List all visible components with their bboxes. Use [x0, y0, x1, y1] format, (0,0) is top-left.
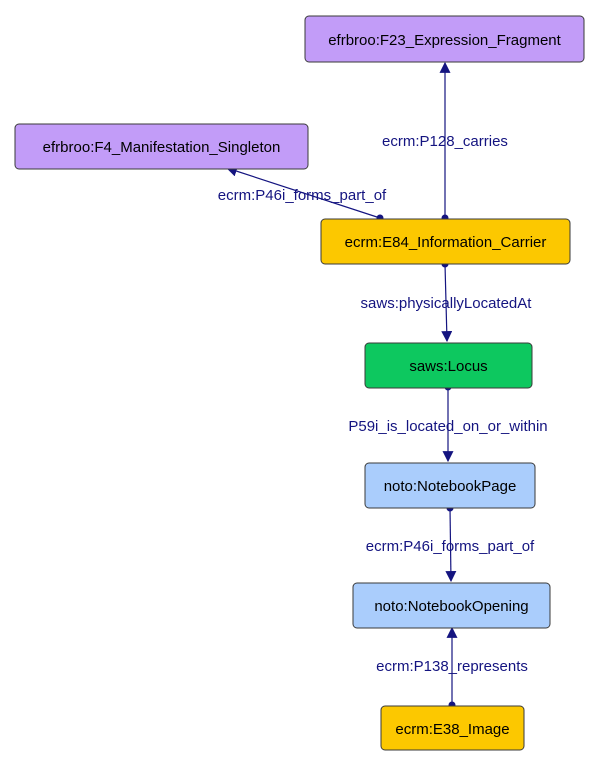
node-box: [320, 218, 571, 265]
edge-label-p138-represents: ecrm:P138_represents: [376, 658, 528, 675]
node-label: noto:NotebookOpening: [374, 598, 528, 615]
edge-label-p46i-forms-part-of-1: ecrm:P46i_forms_part_of: [218, 187, 387, 204]
node-box: [14, 123, 309, 170]
node-label: saws:Locus: [409, 358, 487, 375]
node-e84-information-carrier[interactable]: ecrm:E84_Information_Carrier: [320, 218, 571, 265]
edge-label-physically-located-at: saws:physicallyLocatedAt: [361, 295, 533, 312]
edge-p46i-forms-part-of-1: ecrm:P46i_forms_part_of: [218, 165, 387, 222]
node-box: [364, 342, 533, 389]
node-saws-locus[interactable]: saws:Locus: [364, 342, 533, 389]
edge-label-p128-carries: ecrm:P128_carries: [382, 133, 508, 150]
node-notebook-opening[interactable]: noto:NotebookOpening: [352, 582, 551, 629]
node-box: [364, 462, 536, 509]
node-label: efrbroo:F4_Manifestation_Singleton: [43, 139, 281, 156]
node-label: ecrm:E84_Information_Carrier: [345, 234, 547, 251]
node-box: [304, 15, 585, 63]
edge-label-p59i-located-on-or-within: P59i_is_located_on_or_within: [348, 418, 547, 435]
node-f4-manifestation-singleton[interactable]: efrbroo:F4_Manifestation_Singleton: [14, 123, 309, 170]
node-label: ecrm:E38_Image: [395, 721, 509, 738]
edge-p46i-forms-part-of-2: ecrm:P46i_forms_part_of: [366, 504, 535, 583]
node-label: noto:NotebookPage: [384, 478, 517, 495]
node-f23-expression-fragment[interactable]: efrbroo:F23_Expression_Fragment: [304, 15, 585, 63]
edge-p138-represents: ecrm:P138_represents: [376, 626, 528, 709]
edge-physically-located-at: saws:physicallyLocatedAt: [361, 260, 533, 343]
node-label: efrbroo:F23_Expression_Fragment: [328, 32, 561, 49]
node-box: [380, 705, 525, 751]
edge-p59i-located-on-or-within: P59i_is_located_on_or_within: [348, 383, 548, 463]
edge-p128-carries: ecrm:P128_carries: [382, 61, 508, 222]
node-notebook-page[interactable]: noto:NotebookPage: [364, 462, 536, 509]
node-box: [352, 582, 551, 629]
node-e38-image[interactable]: ecrm:E38_Image: [380, 705, 525, 751]
edge-label-p46i-forms-part-of-2: ecrm:P46i_forms_part_of: [366, 538, 535, 555]
